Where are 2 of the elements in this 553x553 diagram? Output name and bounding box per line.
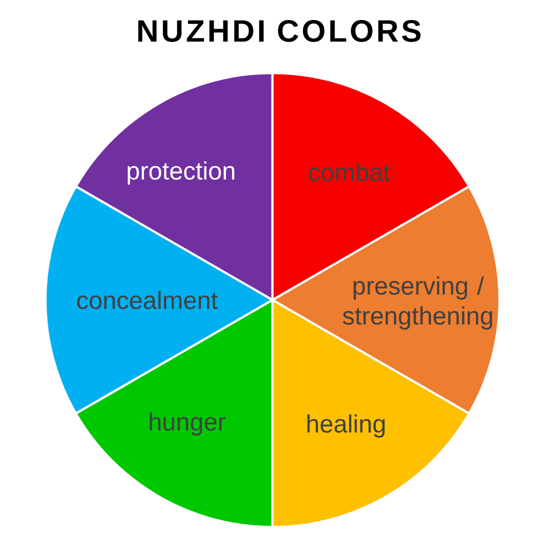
pie-segment: preserving / strengthening xyxy=(271,185,501,415)
title: NUZHDI COLORS xyxy=(138,20,421,42)
